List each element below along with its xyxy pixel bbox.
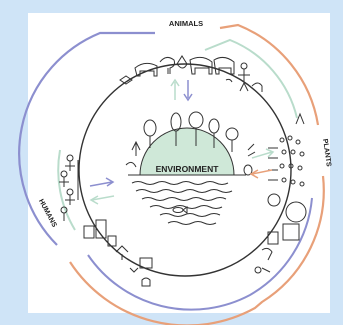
microbes-icon [255,194,306,273]
plants-icon [268,114,304,186]
fish-icon [173,207,187,213]
sector-label-animals: ANIMALS [169,19,203,28]
arc-purple-left [19,33,155,245]
arc-orange-right [70,176,324,325]
arc-green-top [205,40,297,118]
sector-label-plants: PLANTS [321,138,332,167]
water-waves-icon [132,182,232,225]
arc-orange-top [220,25,318,125]
environment-label: ENVIRONMENT [156,164,220,174]
arc-purple-bottom [88,198,312,310]
humans-icon [59,155,78,221]
